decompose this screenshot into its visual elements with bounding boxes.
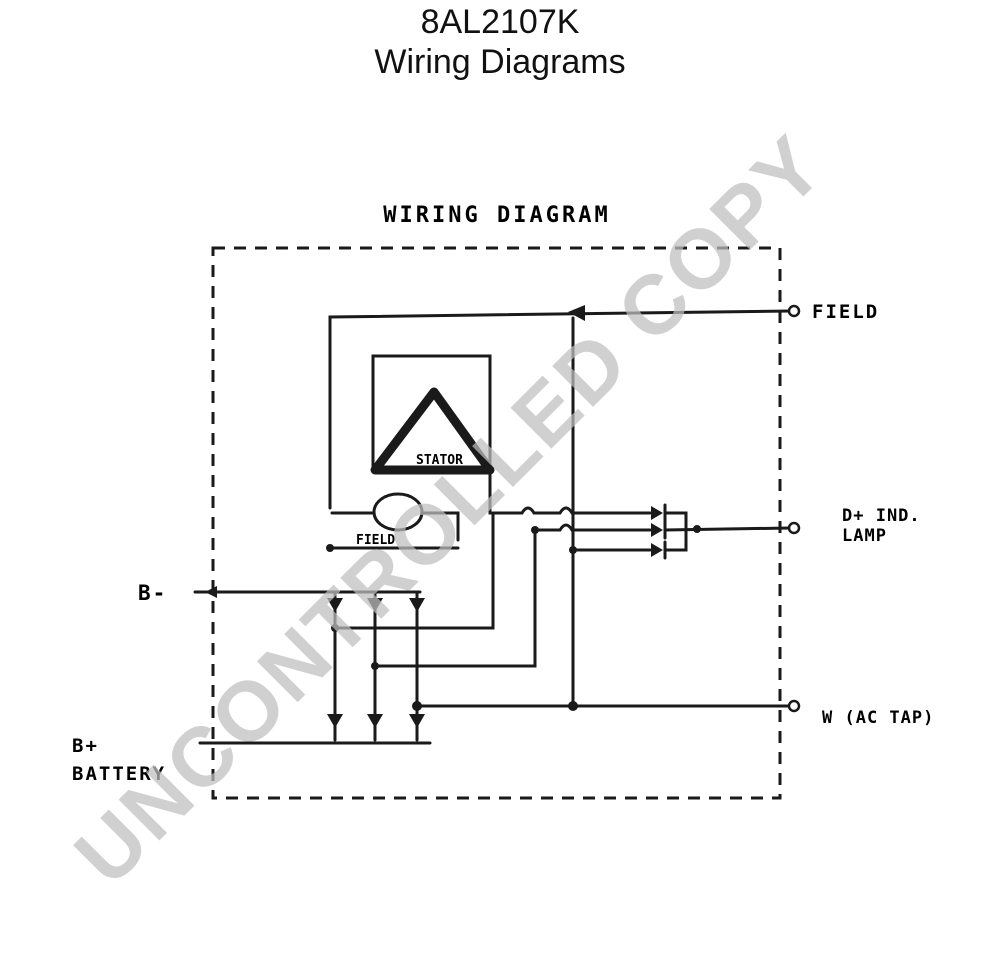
pos-diode-2-icon bbox=[367, 714, 383, 728]
neg-diode-3-icon bbox=[409, 598, 425, 612]
page-header: 8AL2107K Wiring Diagrams bbox=[0, 0, 1000, 95]
d-plus-label-line1: D+ IND. bbox=[842, 506, 921, 526]
diode-trio bbox=[488, 503, 792, 560]
field-coil-label: FIELD bbox=[356, 533, 395, 548]
neg-diode-2-icon bbox=[367, 598, 383, 612]
uncontrolled-copy-watermark: UNCONTROLLED COPY bbox=[57, 117, 843, 903]
diode-2-icon bbox=[651, 523, 663, 537]
part-number-title: 8AL2107K bbox=[420, 3, 580, 41]
stator-label: STATOR bbox=[416, 453, 463, 468]
field-arrow-icon bbox=[568, 305, 585, 321]
field-terminal bbox=[787, 304, 801, 318]
w-tap-label: W (AC TAP) bbox=[822, 708, 934, 728]
diode-3-icon bbox=[651, 543, 663, 557]
d-plus-terminal bbox=[787, 521, 801, 535]
phase-2-wire bbox=[373, 528, 537, 668]
b-minus-label: B- bbox=[138, 581, 167, 605]
battery-label: BATTERY bbox=[72, 763, 166, 785]
stator-assembly: STATOR bbox=[370, 354, 495, 475]
rectifier-bridge bbox=[193, 511, 792, 745]
diagram-heading: WIRING DIAGRAM bbox=[383, 203, 610, 228]
b-minus-arrow-icon bbox=[205, 586, 217, 598]
pos-diode-1-icon bbox=[327, 714, 343, 728]
pos-diode-3-icon bbox=[409, 714, 425, 728]
d-plus-wire bbox=[663, 526, 792, 532]
phase-1-wire bbox=[333, 511, 495, 630]
d-plus-label-line2: LAMP bbox=[842, 526, 887, 546]
page-subtitle: Wiring Diagrams bbox=[374, 43, 626, 81]
alternator-housing-outline bbox=[211, 246, 782, 800]
field-wire bbox=[328, 309, 792, 510]
b-plus-label: B+ bbox=[72, 735, 99, 757]
stator-frame bbox=[371, 354, 492, 472]
stator-winding-icon bbox=[370, 387, 495, 475]
diode-1-icon bbox=[651, 506, 663, 520]
w-tap-terminal bbox=[787, 699, 801, 713]
field-terminal-label: FIELD bbox=[812, 301, 879, 323]
neg-diode-1-icon bbox=[327, 598, 343, 612]
